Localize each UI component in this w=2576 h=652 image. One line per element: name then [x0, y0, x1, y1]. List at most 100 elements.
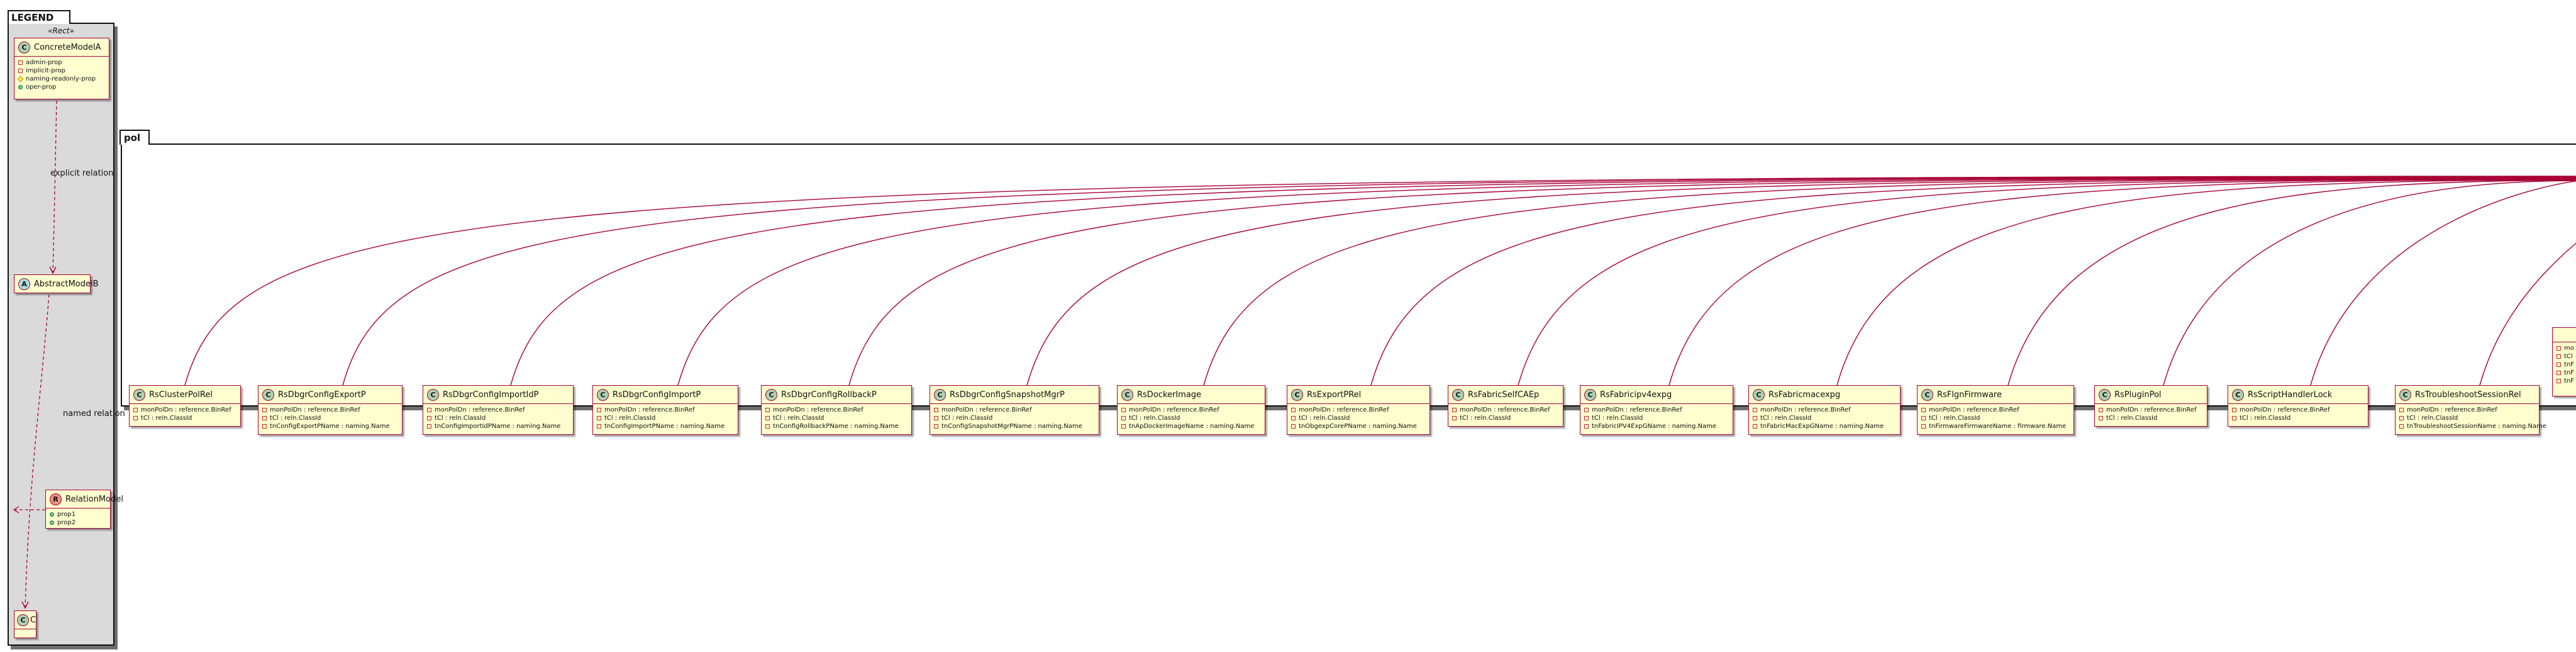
class-field: tCl : reln.ClassId [133, 414, 236, 422]
class-field: tnF [2557, 369, 2576, 377]
field-text: tCl : reln.ClassId [1760, 415, 1812, 422]
class-circle-icon: C [765, 388, 777, 401]
field-text: tCl : reln.ClassId [141, 415, 192, 422]
field-text: tnObgexpCorePName : naming.Name [1299, 423, 1417, 430]
class-field: tnFirmwareFirmwareName : firmware.Name [1921, 422, 2070, 430]
legend-frame [8, 23, 114, 646]
class-field: monPolDn : reference.BinRef [1452, 406, 1559, 414]
field-text: tCl : reln.ClassId [604, 415, 656, 422]
class-field: monPolDn : reference.BinRef [262, 406, 398, 414]
field-text: monPolDn : reference.BinRef [2240, 407, 2330, 413]
private-visibility-icon [262, 416, 267, 420]
class-fields: monPolDn : reference.BinRef tCl : reln.Cl… [1580, 404, 1733, 434]
class-divider [258, 403, 402, 404]
class-name: RsFlgnFirmware [1937, 390, 2002, 400]
class-header [2553, 328, 2576, 342]
class-name: RsTroubleshootSessionRel [2415, 390, 2521, 400]
private-visibility-icon [1584, 424, 1589, 429]
field-text: tnConfigRollbackPName : naming.Name [773, 423, 899, 430]
class-field: tnF [2557, 377, 2576, 385]
field-text: monPolDn : reference.BinRef [435, 407, 525, 413]
field-text: tCl : reln.ClassId [1129, 415, 1180, 422]
class-field: tCl : reln.ClassId [2232, 414, 2364, 422]
class-field: monPolDn : reference.BinRef [1753, 406, 1896, 414]
class-field: tnConfigRollbackPName : naming.Name [765, 422, 908, 430]
private-visibility-icon [427, 408, 431, 412]
class-field: mo [2557, 344, 2576, 352]
class-divider [2228, 403, 2368, 404]
field-text: monPolDn : reference.BinRef [773, 407, 863, 413]
private-visibility-icon [2399, 424, 2404, 429]
field-text: mo [2564, 345, 2574, 352]
class-name: RsClusterPolRel [149, 390, 213, 400]
private-visibility-icon [1921, 424, 1926, 429]
class-field: monPolDn : reference.BinRef [1921, 406, 2070, 414]
class-field: tCl : reln.ClassId [1452, 414, 1559, 422]
field-text: tCl : reln.ClassId [435, 415, 486, 422]
class-field: tCl : reln.ClassId [934, 414, 1095, 422]
class-field: tnApDockerImageName : naming.Name [1121, 422, 1261, 430]
field-text: admin-prop [26, 59, 62, 66]
private-visibility-icon [1121, 424, 1126, 429]
class-field: prop1 [50, 510, 106, 519]
private-visibility-icon [597, 408, 601, 412]
private-visibility-icon [1121, 416, 1126, 420]
private-visibility-icon [765, 424, 770, 429]
class-name: AbstractModelB [34, 279, 99, 289]
private-visibility-icon [1452, 416, 1457, 420]
public-visibility-icon [50, 520, 54, 525]
class-circle-icon: C [262, 388, 274, 401]
field-text: tCl : reln.ClassId [1592, 415, 1643, 422]
class-header: A AbstractModelB [14, 275, 99, 293]
private-visibility-icon [1291, 408, 1296, 412]
field-text: tnF [2564, 369, 2575, 376]
field-text: tnApDockerImageName : naming.Name [1129, 423, 1255, 430]
class-name: RsExportPRel [1307, 390, 1362, 400]
class-field: monPolDn : reference.BinRef [1121, 406, 1261, 414]
class-divider [1448, 403, 1563, 404]
class-field: tCl : reln.ClassId [427, 414, 569, 422]
class-header: R RelationModel [46, 490, 123, 508]
private-visibility-icon [427, 424, 431, 429]
class-name: RelationModel [65, 494, 123, 504]
class-divider [1918, 403, 2074, 404]
legend-abstract-model-box[interactable]: A AbstractModelB [14, 274, 99, 293]
protected-visibility-icon [17, 76, 24, 82]
class-field: tCl : reln.ClassId [1921, 414, 2070, 422]
field-text: monPolDn : reference.BinRef [604, 407, 695, 413]
relation-circle-icon: R [50, 493, 62, 505]
field-text: prop2 [57, 519, 76, 526]
field-text: tnConfigSnapshotMgrPName : naming.Name [941, 423, 1082, 430]
legend-c-box[interactable]: C C [14, 610, 36, 638]
field-text: monPolDn : reference.BinRef [1592, 407, 1682, 413]
private-visibility-icon [1921, 416, 1926, 420]
private-visibility-icon [1291, 424, 1296, 429]
field-text: tCl : reln.ClassId [2106, 415, 2158, 422]
